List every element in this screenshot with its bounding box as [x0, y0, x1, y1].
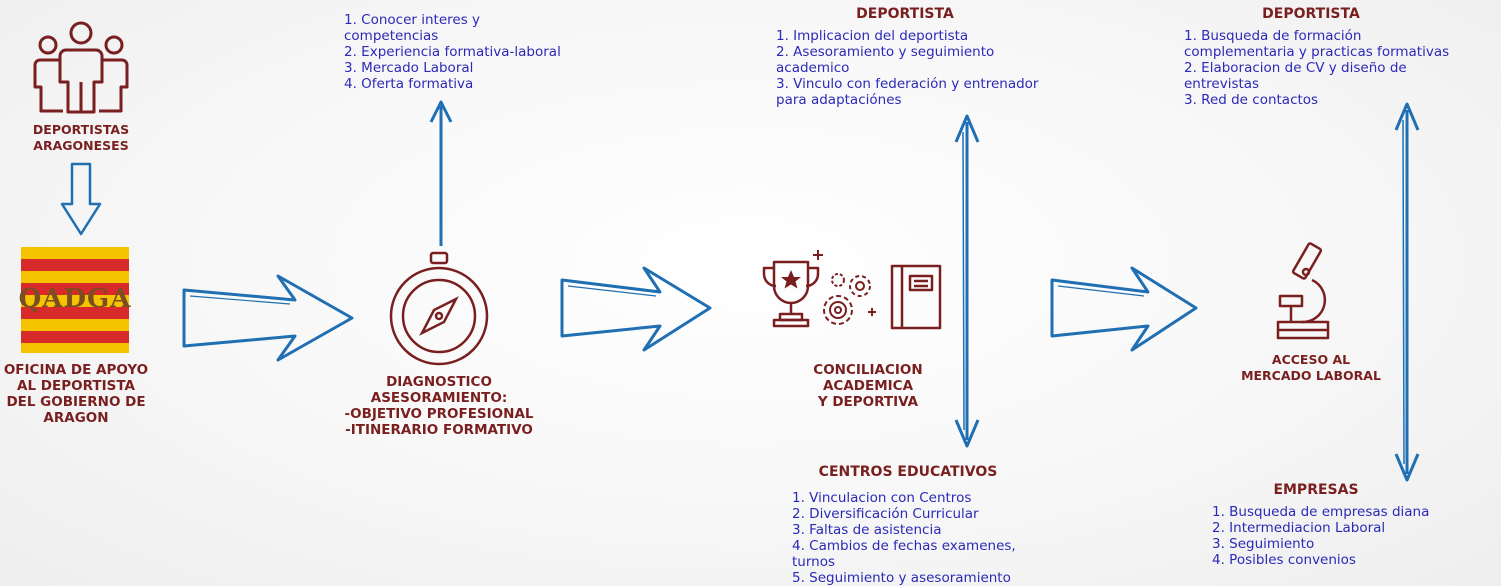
list-item: 1. Vinculacion con Centros	[792, 490, 972, 506]
list-item: entrevistas	[1184, 76, 1260, 92]
diagnosis-label-line: ASESORAMIENTO:	[370, 390, 508, 406]
list-item: 1. Conocer interes y	[344, 12, 481, 28]
office-label-line: ARAGON	[43, 410, 109, 426]
conciliation-athlete-title: DEPORTISTA	[856, 6, 954, 22]
conciliation-label-line: CONCILIACION	[813, 362, 923, 378]
diagnosis-label-line: DIAGNOSTICO	[386, 374, 492, 390]
labor-label-line: MERCADO LABORAL	[1241, 368, 1381, 383]
right-arrow-icon	[560, 266, 712, 352]
list-item: 2. Experiencia formativa-laboral	[344, 44, 561, 60]
list-item: 1. Implicacion del deportista	[776, 28, 969, 44]
labor-athlete-title: DEPORTISTA	[1262, 6, 1360, 22]
labor-label: ACCESO AL MERCADO LABORAL	[1224, 352, 1398, 384]
aragon-flag-logo	[21, 247, 129, 353]
list-item: 1. Busqueda de formación	[1184, 28, 1362, 44]
people-icon	[33, 21, 129, 114]
list-item: 1. Busqueda de empresas diana	[1212, 504, 1430, 520]
labor-label-line: ACCESO AL	[1271, 352, 1351, 367]
conciliation-label-line: ACADEMICA	[822, 378, 914, 394]
athletes-label-line: ARAGONESES	[33, 138, 129, 153]
compass-icon	[389, 251, 489, 366]
double-arrow-icon	[954, 114, 980, 448]
list-item: 3. Seguimiento	[1212, 536, 1315, 552]
list-item: academico	[776, 60, 850, 76]
office-label-line: AL DEPORTISTA	[17, 378, 135, 394]
list-item: 2. Intermediacion Laboral	[1212, 520, 1386, 536]
office-label: OFICINA DE APOYO AL DEPORTISTA DEL GOBIE…	[0, 362, 152, 426]
office-label-line: DEL GOBIERNO DE	[6, 394, 146, 410]
gears-icon	[813, 250, 876, 325]
diagnosis-list: 1. Conocer interes y competencias 2. Exp…	[344, 12, 624, 92]
labor-athlete-list: 1. Busqueda de formación complementaria …	[1184, 28, 1496, 108]
list-item: 3. Red de contactos	[1184, 92, 1319, 108]
double-arrow-icon	[1394, 102, 1420, 482]
down-arrow-icon	[60, 162, 102, 236]
list-item: 3. Faltas de asistencia	[792, 522, 942, 538]
list-item: turnos	[792, 554, 836, 570]
office-logo-text: QADGA	[18, 284, 132, 314]
schools-list: 1. Vinculacion con Centros 2. Diversific…	[792, 490, 1092, 586]
right-arrow-icon	[182, 274, 354, 362]
conciliation-athlete-list: 1. Implicacion del deportista 2. Asesora…	[776, 28, 1096, 108]
conciliation-label: CONCILIACION ACADEMICA Y DEPORTIVA	[772, 362, 964, 410]
schools-title: CENTROS EDUCATIVOS	[818, 464, 998, 480]
diagnosis-label-line: -OBJETIVO PROFESIONAL	[344, 406, 534, 422]
list-item: 3. Mercado Laboral	[344, 60, 474, 76]
list-item: 5. Seguimiento y asesoramiento	[792, 570, 1011, 586]
office-label-line: OFICINA DE APOYO	[3, 362, 149, 378]
athletes-label: DEPORTISTAS ARAGONESES	[10, 122, 152, 154]
companies-title: EMPRESAS	[1273, 482, 1359, 498]
list-item: 4. Cambios de fechas examenes,	[792, 538, 1016, 554]
list-item: 2. Diversificación Curricular	[792, 506, 979, 522]
trophy-icon	[762, 260, 820, 328]
list-item: 4. Posibles convenios	[1212, 552, 1356, 568]
list-item: competencias	[344, 28, 439, 44]
athletes-label-line: DEPORTISTAS	[32, 122, 130, 137]
right-arrow-icon	[1050, 266, 1198, 352]
up-arrow-icon	[429, 100, 453, 246]
list-item: para adaptaciónes	[776, 92, 902, 108]
list-item: 3. Vinculo con federación y entrenador	[776, 76, 1039, 92]
conciliation-label-line: Y DEPORTIVA	[817, 394, 919, 410]
list-item: complementaria y practicas formativas	[1184, 44, 1450, 60]
book-icon	[890, 264, 942, 330]
diagnosis-label: DIAGNOSTICO ASESORAMIENTO: -OBJETIVO PRO…	[328, 374, 550, 438]
list-item: 2. Asesoramiento y seguimiento	[776, 44, 995, 60]
list-item: 4. Oferta formativa	[344, 76, 474, 92]
list-item: 2. Elaboracion de CV y diseño de	[1184, 60, 1407, 76]
diagnosis-label-line: -ITINERARIO FORMATIVO	[345, 422, 533, 438]
companies-list: 1. Busqueda de empresas diana 2. Interme…	[1212, 504, 1492, 568]
microscope-icon	[1276, 242, 1330, 340]
